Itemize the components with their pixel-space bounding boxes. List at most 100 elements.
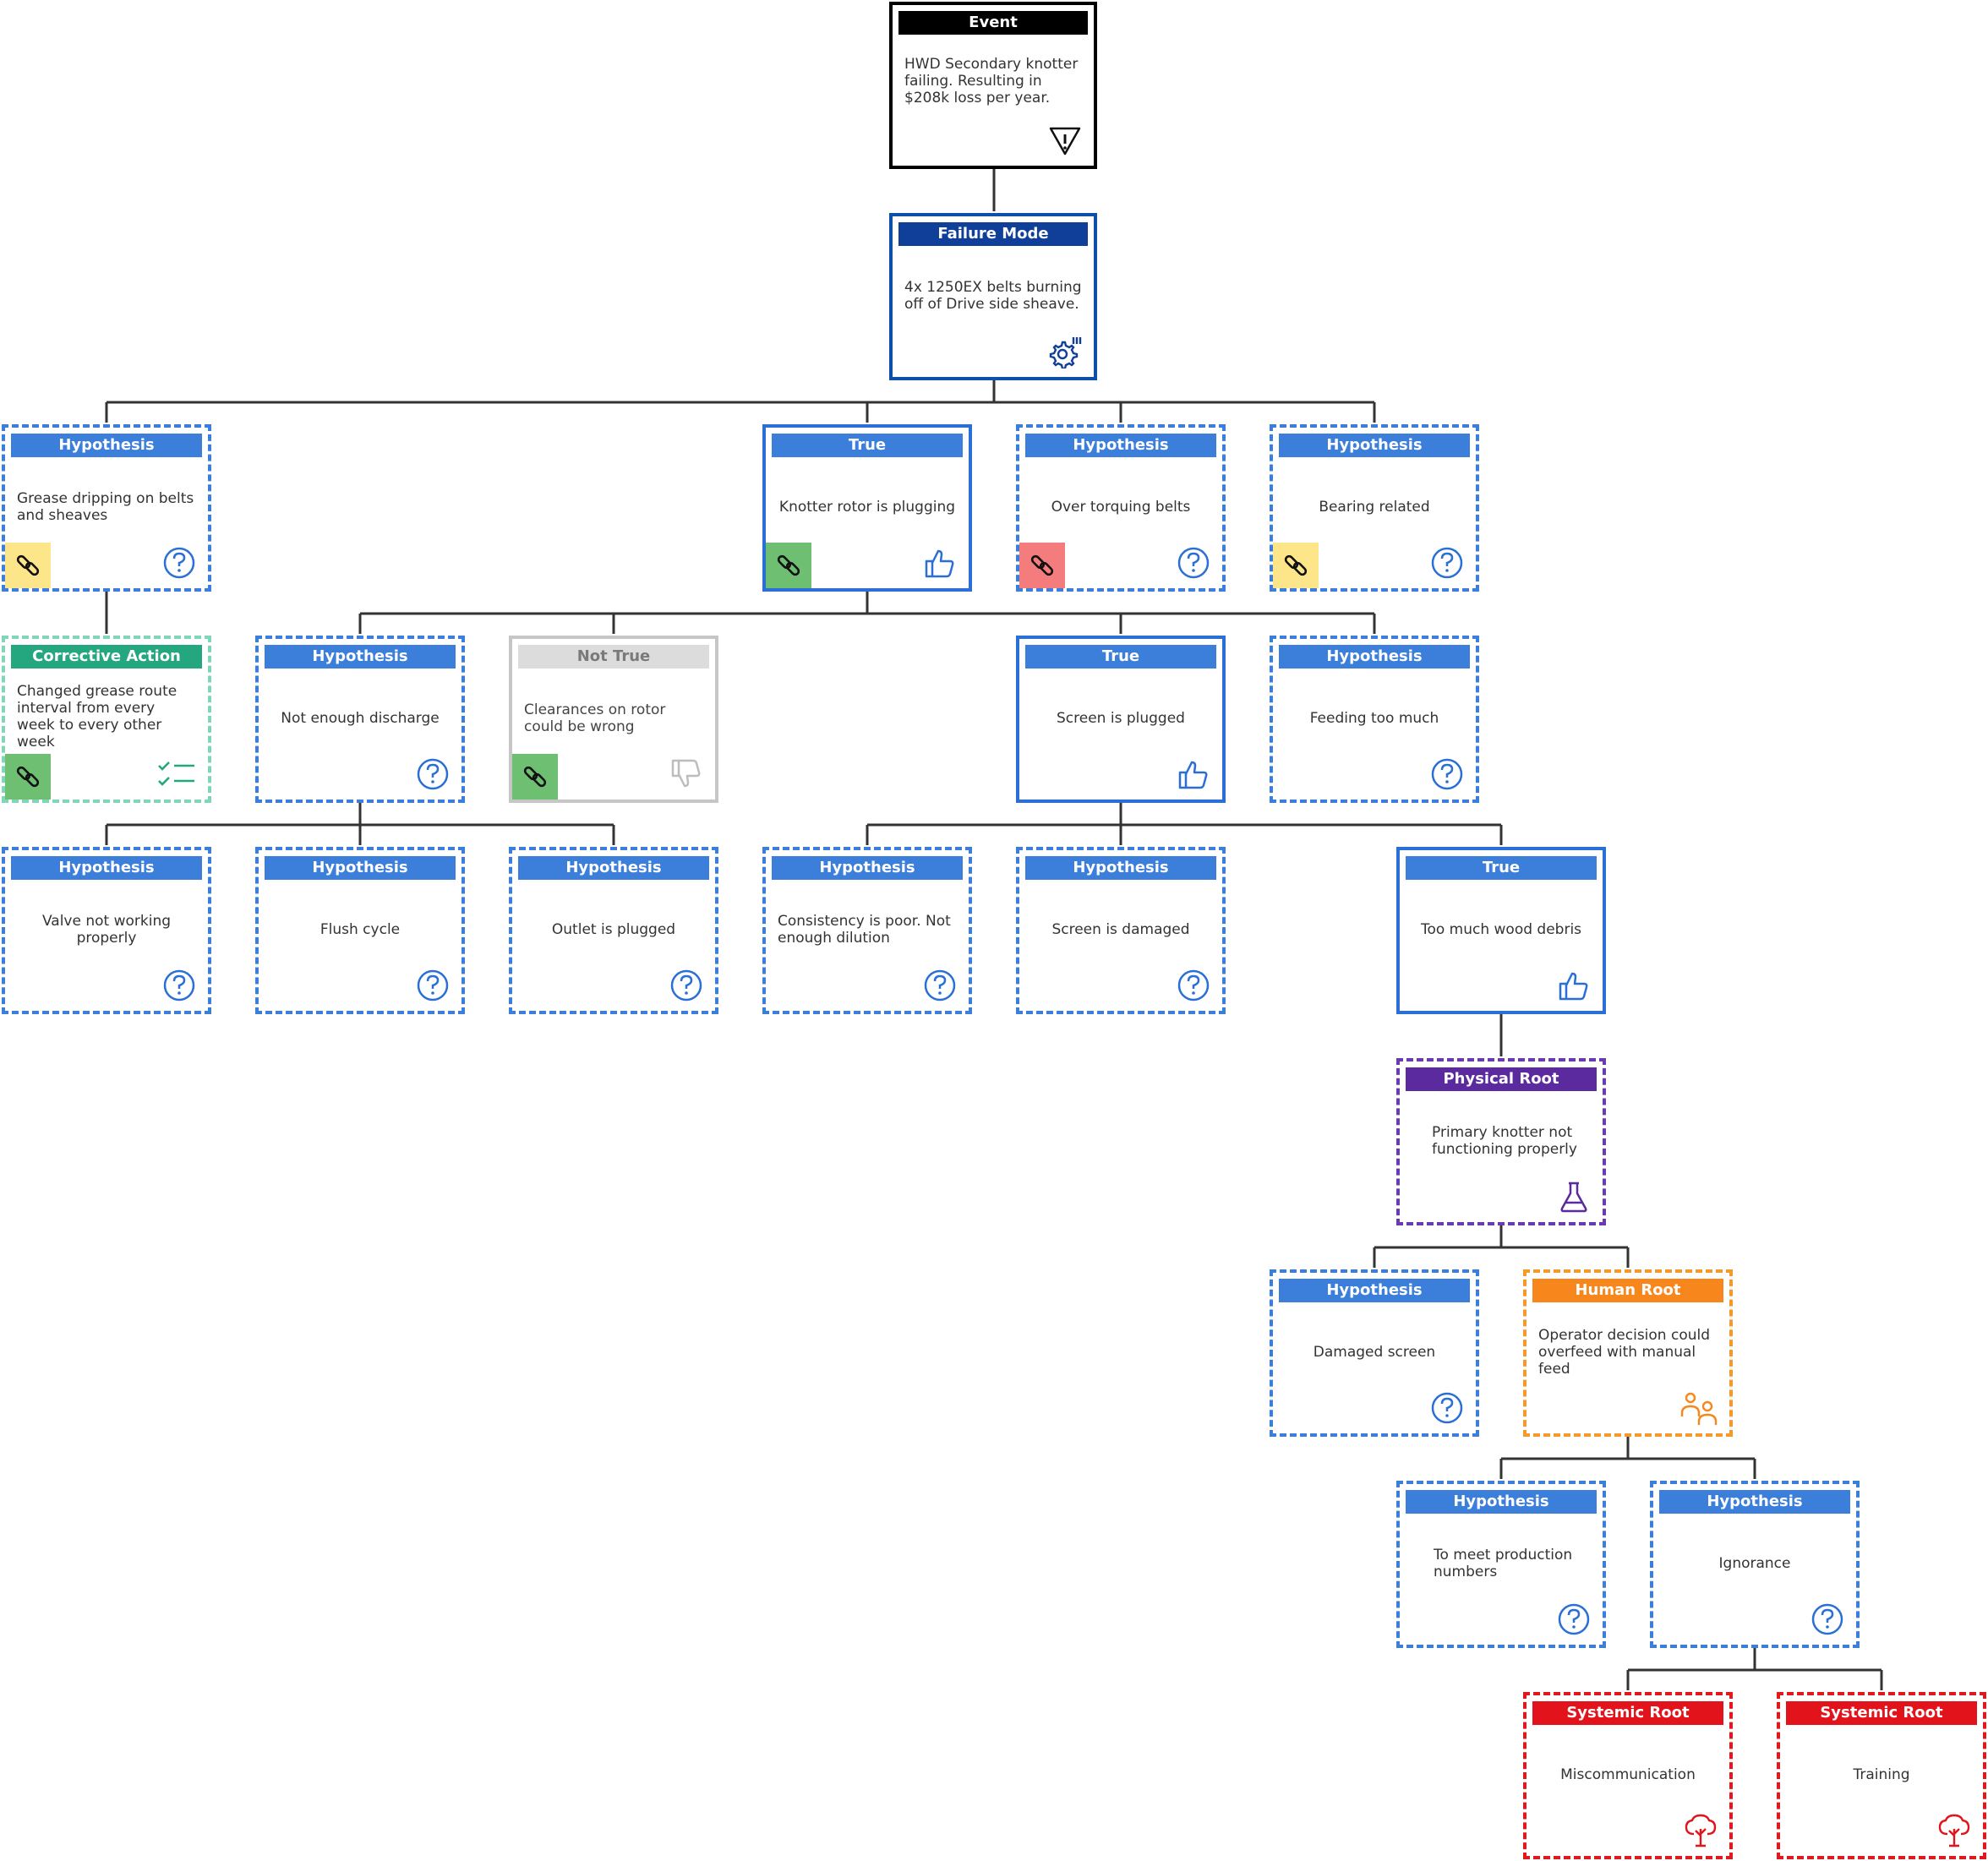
node-text: Ignorance bbox=[1718, 1555, 1791, 1572]
question-icon bbox=[670, 969, 702, 1001]
node-title: Human Root bbox=[1532, 1279, 1723, 1302]
link-icon bbox=[523, 766, 547, 788]
corrective-action-node[interactable]: Corrective Action Changed grease route i… bbox=[2, 636, 211, 803]
node-text: Training bbox=[1853, 1766, 1910, 1783]
node-text: Knotter rotor is plugging bbox=[778, 499, 956, 516]
question-icon bbox=[1431, 547, 1463, 579]
node-title: Hypothesis bbox=[518, 856, 709, 880]
link-icon bbox=[1030, 554, 1054, 576]
node-title: Hypothesis bbox=[11, 856, 202, 880]
hypothesis-node-grease[interactable]: Hypothesis Grease dripping on belts and … bbox=[2, 424, 211, 592]
node-title: Hypothesis bbox=[265, 856, 456, 880]
gear-settings-icon bbox=[1049, 337, 1082, 368]
systemic-root-node-training[interactable]: Systemic Root Training bbox=[1777, 1692, 1986, 1859]
node-title: Hypothesis bbox=[1279, 645, 1470, 669]
hypothesis-node-feeding[interactable]: Hypothesis Feeding too much bbox=[1270, 636, 1479, 803]
hypothesis-node-screen-damaged[interactable]: Hypothesis Screen is damaged bbox=[1016, 847, 1226, 1014]
hypothesis-node-production[interactable]: Hypothesis To meet production numbers bbox=[1396, 1481, 1606, 1648]
node-text: Outlet is plugged bbox=[551, 921, 676, 938]
hypothesis-node-ignorance[interactable]: Hypothesis Ignorance bbox=[1650, 1481, 1860, 1648]
thumbs-up-icon bbox=[1559, 972, 1588, 1001]
link-tag-yellow[interactable] bbox=[1273, 543, 1319, 588]
question-icon bbox=[1177, 547, 1210, 579]
node-title: Hypothesis bbox=[772, 856, 963, 880]
node-title: Hypothesis bbox=[11, 434, 202, 457]
node-text: Over torquing belts bbox=[1051, 499, 1191, 516]
link-icon bbox=[16, 554, 40, 576]
node-text: Primary knotter not functioning properly bbox=[1432, 1124, 1577, 1158]
hypothesis-node-discharge[interactable]: Hypothesis Not enough discharge bbox=[255, 636, 465, 803]
link-tag-green[interactable] bbox=[766, 543, 811, 588]
systemic-root-node-miscommunication[interactable]: Systemic Root Miscommunication bbox=[1523, 1692, 1733, 1859]
node-text: Changed grease route interval from every… bbox=[17, 683, 178, 750]
flask-icon bbox=[1560, 1182, 1587, 1213]
link-tag-red[interactable] bbox=[1019, 543, 1065, 588]
node-title: Event bbox=[898, 11, 1088, 35]
node-text: Not enough discharge bbox=[281, 710, 440, 727]
node-title: Hypothesis bbox=[1659, 1490, 1850, 1514]
checklist-icon bbox=[158, 761, 194, 786]
node-text: Clearances on rotor could be wrong bbox=[524, 701, 666, 735]
node-text: Flush cycle bbox=[320, 921, 401, 938]
node-text: Grease dripping on belts and sheaves bbox=[17, 490, 194, 524]
not-true-node-clearances[interactable]: Not True Clearances on rotor could be wr… bbox=[509, 636, 718, 803]
node-title: Hypothesis bbox=[1279, 434, 1470, 457]
question-icon bbox=[1177, 969, 1210, 1001]
question-icon bbox=[417, 969, 449, 1001]
node-title: Corrective Action bbox=[11, 645, 202, 669]
question-icon bbox=[924, 969, 956, 1001]
node-text: 4x 1250EX belts burning off of Drive sid… bbox=[904, 279, 1082, 313]
node-text: Screen is damaged bbox=[1051, 921, 1190, 938]
true-node-screen-plugged[interactable]: True Screen is plugged bbox=[1016, 636, 1226, 803]
node-text: Operator decision could overfeed with ma… bbox=[1538, 1327, 1711, 1378]
node-title: Hypothesis bbox=[1406, 1490, 1597, 1514]
thumbs-up-icon bbox=[1178, 761, 1208, 789]
hypothesis-node-damaged-screen[interactable]: Hypothesis Damaged screen bbox=[1270, 1269, 1479, 1437]
event-node[interactable]: Event HWD Secondary knotter failing. Res… bbox=[889, 2, 1097, 169]
node-title: True bbox=[1406, 856, 1597, 880]
hypothesis-node-valve[interactable]: Hypothesis Valve not working properly bbox=[2, 847, 211, 1014]
node-text: Feeding too much bbox=[1309, 710, 1439, 727]
hypothesis-node-consistency[interactable]: Hypothesis Consistency is poor. Not enou… bbox=[762, 847, 972, 1014]
warning-triangle-icon bbox=[1049, 127, 1081, 156]
node-title: Hypothesis bbox=[1025, 856, 1216, 880]
people-icon bbox=[1680, 1392, 1718, 1425]
node-title: Hypothesis bbox=[1025, 434, 1216, 457]
hypothesis-node-flush[interactable]: Hypothesis Flush cycle bbox=[255, 847, 465, 1014]
node-text: Damaged screen bbox=[1313, 1344, 1436, 1361]
link-icon bbox=[777, 554, 800, 576]
link-icon bbox=[16, 766, 40, 788]
link-tag-yellow[interactable] bbox=[5, 543, 51, 588]
node-title: Hypothesis bbox=[265, 645, 456, 669]
link-icon bbox=[1284, 554, 1308, 576]
question-icon bbox=[1558, 1603, 1590, 1635]
node-title: Hypothesis bbox=[1279, 1279, 1470, 1302]
tree-icon bbox=[1685, 1814, 1717, 1847]
hypothesis-node-torque[interactable]: Hypothesis Over torquing belts bbox=[1016, 424, 1226, 592]
question-icon bbox=[1431, 1392, 1463, 1424]
human-root-node[interactable]: Human Root Operator decision could overf… bbox=[1523, 1269, 1733, 1437]
node-title: Systemic Root bbox=[1532, 1701, 1723, 1725]
node-text: To meet production numbers bbox=[1434, 1547, 1573, 1580]
node-title: Physical Root bbox=[1406, 1067, 1597, 1091]
hypothesis-node-bearing[interactable]: Hypothesis Bearing related bbox=[1270, 424, 1479, 592]
node-text: Valve not working properly bbox=[41, 913, 172, 947]
hypothesis-node-outlet[interactable]: Hypothesis Outlet is plugged bbox=[509, 847, 718, 1014]
question-icon bbox=[163, 547, 195, 579]
true-node-rotor[interactable]: True Knotter rotor is plugging bbox=[762, 424, 972, 592]
node-text: Bearing related bbox=[1319, 499, 1430, 516]
thumbs-down-icon bbox=[671, 759, 701, 788]
question-icon bbox=[1431, 758, 1463, 790]
physical-root-node[interactable]: Physical Root Primary knotter not functi… bbox=[1396, 1058, 1606, 1225]
tree-icon bbox=[1938, 1814, 1970, 1847]
failure-mode-node[interactable]: Failure Mode 4x 1250EX belts burning off… bbox=[889, 213, 1097, 380]
link-tag-green[interactable] bbox=[5, 754, 51, 800]
node-text: HWD Secondary knotter failing. Resulting… bbox=[904, 56, 1079, 106]
node-text: Too much wood debris bbox=[1420, 921, 1582, 938]
link-tag-green[interactable] bbox=[512, 754, 558, 800]
node-title: Systemic Root bbox=[1786, 1701, 1977, 1725]
thumbs-up-icon bbox=[925, 549, 954, 578]
question-icon bbox=[417, 758, 449, 790]
true-node-wood-debris[interactable]: True Too much wood debris bbox=[1396, 847, 1606, 1014]
